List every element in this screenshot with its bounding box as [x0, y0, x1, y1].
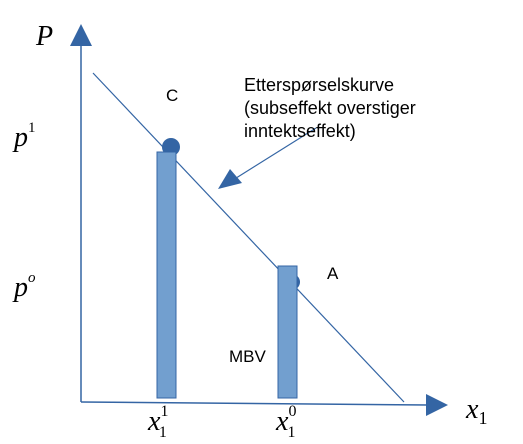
demand-curve: [92, 72, 405, 403]
demand-annotation-line1: Etterspørselskurve: [244, 75, 394, 95]
point-c-label: C: [166, 86, 178, 105]
bar-x1-0: [277, 265, 298, 399]
annotation-arrow-line: [232, 127, 317, 181]
price-p1-label: p1: [12, 120, 36, 153]
x-axis: [80, 401, 429, 406]
x-axis-arrow: [426, 394, 448, 416]
x-axis-label: x1: [465, 394, 487, 428]
price-p0-label: po: [12, 270, 36, 303]
bar-x1-1: [156, 151, 177, 399]
y-axis-label: P: [35, 21, 53, 52]
mbv-label: MBV: [229, 347, 267, 366]
point-a-label: A: [327, 264, 339, 283]
demand-annotation-line2: (subseffekt overstiger: [244, 98, 416, 118]
demand-annotation-line3: inntektseffekt): [244, 121, 356, 141]
annotation-arrow-head: [218, 169, 242, 189]
y-axis-arrow: [70, 24, 92, 46]
